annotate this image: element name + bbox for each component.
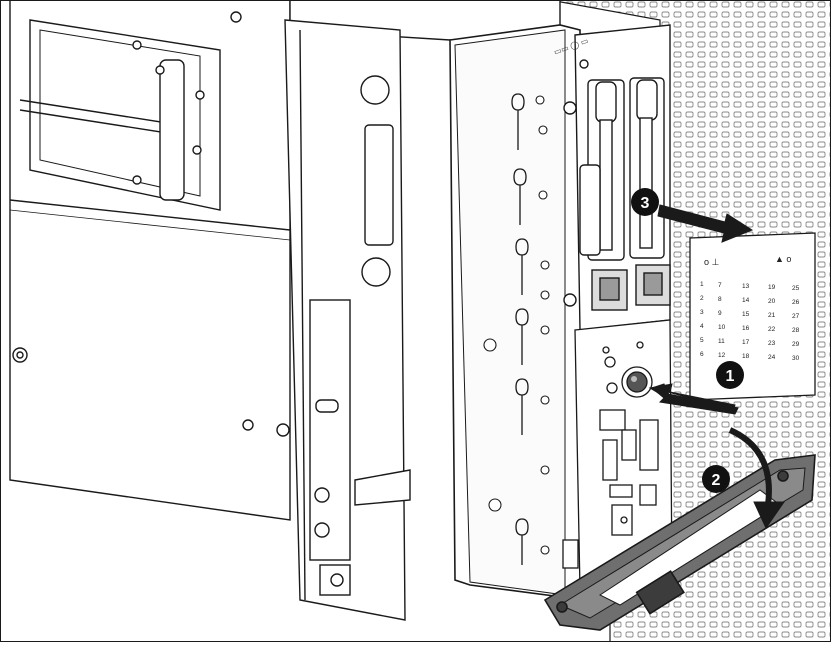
slot-number-label: 28	[792, 327, 800, 334]
pull-out-arrow	[657, 204, 754, 243]
slot-number-label: 23	[768, 340, 776, 347]
slot-number-label: 6	[700, 351, 704, 358]
slot-number-label: 18	[742, 353, 750, 360]
slot-number-label: 3	[700, 309, 704, 316]
slot-number-label: 4	[700, 323, 704, 330]
svg-text:1: 1	[726, 368, 735, 385]
svg-text:▲ o: ▲ o	[775, 254, 791, 264]
slot-number-label: 15	[742, 311, 750, 318]
slot-number-label: 17	[742, 339, 750, 346]
server-blade-body	[449, 24, 586, 601]
slot-number-label: 2	[700, 295, 704, 302]
callout-step-2: 2	[702, 465, 730, 493]
slot-number-label: 21	[768, 312, 776, 319]
svg-text:2: 2	[712, 472, 721, 489]
chassis-side-panel	[9, 0, 291, 521]
slot-number-label: 16	[742, 325, 750, 332]
slot-number-label: 10	[718, 324, 726, 331]
direction-arrows	[648, 204, 785, 530]
svg-text:3: 3	[641, 195, 650, 212]
slot-number-label: 9	[718, 310, 722, 317]
slot-number-label: 13	[742, 283, 750, 290]
callout-step-1: 1	[716, 361, 744, 389]
slot-number-label: 14	[742, 297, 750, 304]
press-arrow	[648, 383, 739, 415]
rotate-arrow	[728, 427, 785, 530]
slot-number-label: 5	[700, 337, 704, 344]
slot-number-label: 27	[792, 313, 800, 320]
slot-label-card: o ⊥ ▲ o 12345678910111213141516171819202…	[689, 232, 816, 401]
slot-number-label: 25	[792, 285, 800, 292]
slot-number-label: 30	[792, 355, 800, 362]
slot-number-label: 12	[718, 352, 726, 359]
slot-number-label: 24	[768, 354, 776, 361]
slot-number-label: 8	[718, 296, 722, 303]
drive-bays: ▭▭ ◯ ▭	[553, 24, 671, 331]
callout-step-3: 3	[631, 188, 659, 216]
slot-number-label: 11	[718, 338, 725, 345]
slot-number-label: 19	[768, 284, 776, 291]
slot-number-label: 7	[718, 282, 722, 289]
power-button-icon	[626, 371, 648, 393]
slot-number-label: 29	[792, 341, 800, 348]
slot-number-label: 20	[768, 298, 776, 305]
svg-text:o ⊥: o ⊥	[704, 257, 720, 267]
slot-number-label: 26	[792, 299, 800, 306]
release-lever	[543, 454, 816, 631]
front-bezel-column	[284, 19, 411, 621]
slot-number-label: 22	[768, 326, 776, 333]
slot-number-label: 1	[700, 281, 704, 288]
